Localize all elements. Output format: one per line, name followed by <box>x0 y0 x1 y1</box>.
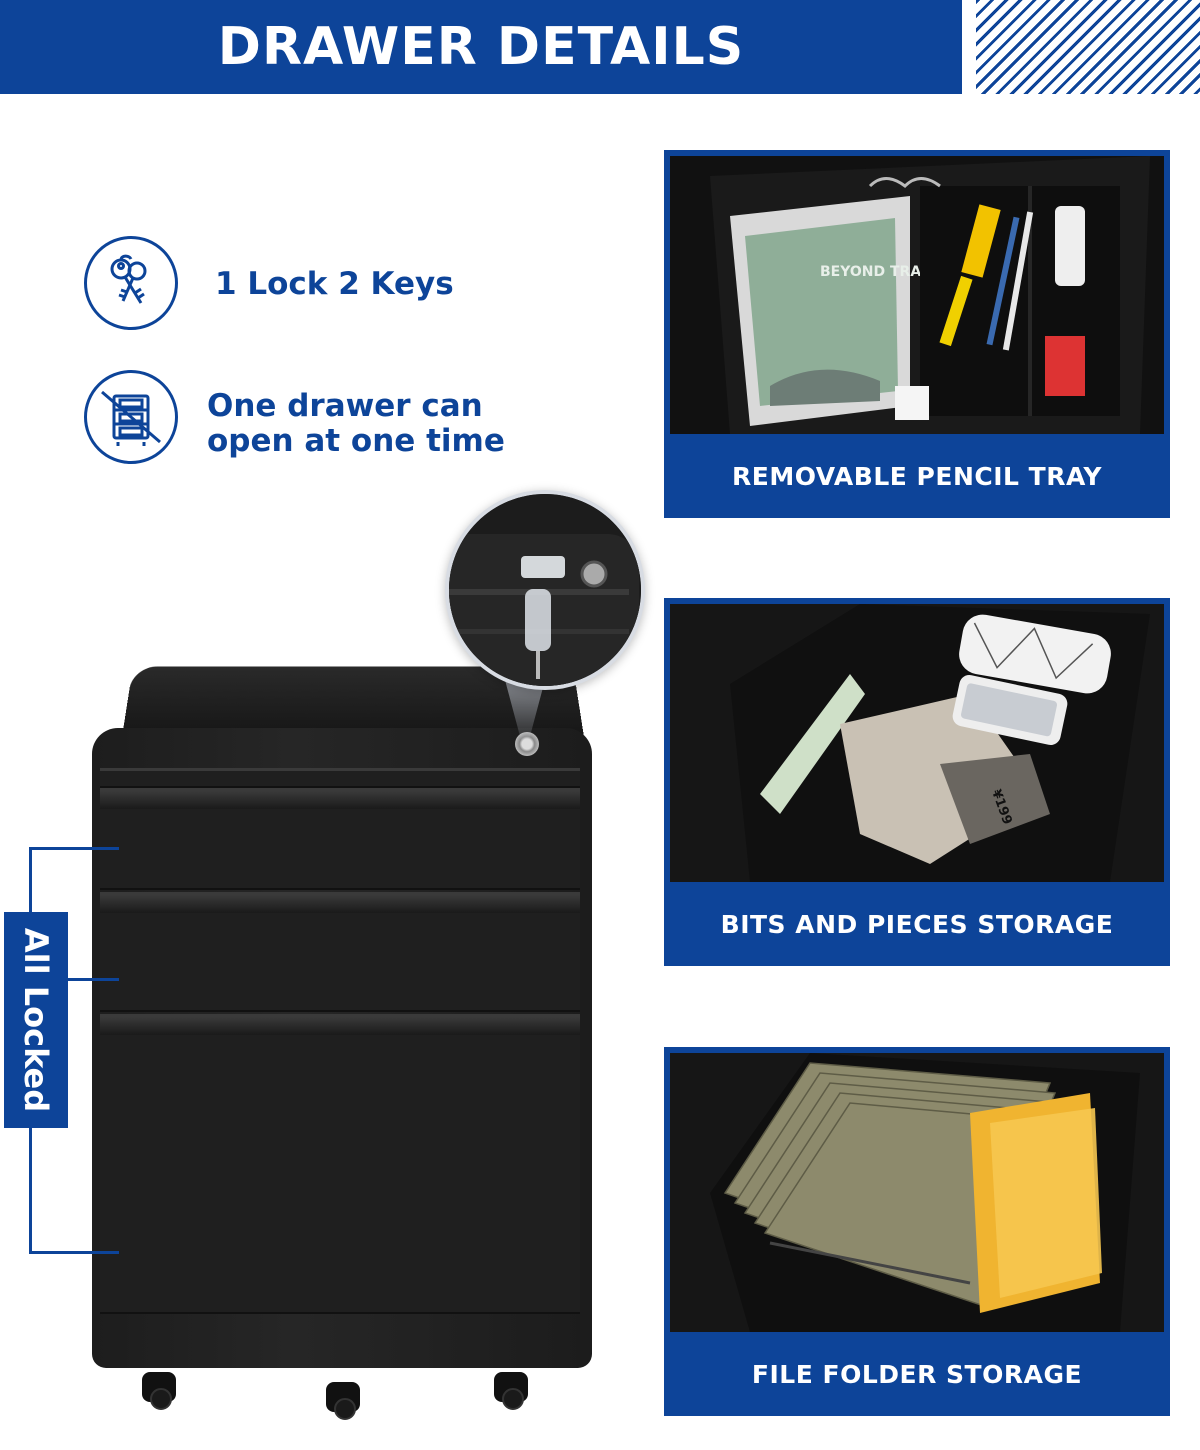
panel-pencil-tray: BEYOND TRAVEL REMOVABLE PENCIL TRAY <box>664 150 1170 518</box>
panel-file-folders-caption: FILE FOLDER STORAGE <box>751 1359 1083 1389</box>
crossed-drawers-icon <box>84 370 178 464</box>
all-locked-label: All Locked <box>17 927 55 1113</box>
locked-bracket-bottom <box>29 1251 119 1254</box>
drawer-bottom-handle <box>100 1017 580 1035</box>
header-banner: DRAWER DETAILS <box>0 0 962 94</box>
panel-pencil-tray-caption: REMOVABLE PENCIL TRAY <box>731 461 1103 491</box>
lock-zoom-photo <box>445 490 645 690</box>
file-folders-photo <box>670 1053 1164 1332</box>
drawer-middle <box>100 892 580 1012</box>
panel-bits-pieces-caption: BITS AND PIECES STORAGE <box>720 909 1114 939</box>
all-locked-badge: All Locked <box>4 912 68 1128</box>
book-title-text: BEYOND TRAVEL <box>820 264 950 280</box>
drawer-top-handle <box>100 791 580 809</box>
feature-one-drawer-line2: open at one time <box>207 423 505 459</box>
pencil-tray-photo: BEYOND TRAVEL <box>670 156 1164 434</box>
drawer-bottom <box>100 1014 580 1314</box>
feature-lock-keys-text: 1 Lock 2 Keys <box>215 266 454 302</box>
cabinet-top-rail <box>100 768 580 788</box>
keys-icon <box>84 236 178 330</box>
locked-bracket-middle <box>29 978 119 981</box>
page-title: DRAWER DETAILS <box>217 17 745 77</box>
feature-one-drawer-line1: One drawer can <box>207 388 483 424</box>
drawer-middle-handle <box>100 895 580 913</box>
panel-file-folders: FILE FOLDER STORAGE <box>664 1047 1170 1416</box>
drawer-top <box>100 788 580 890</box>
panel-bits-pieces: ¥199 BITS AND PIECES STORAGE <box>664 598 1170 966</box>
caster-wheel-right <box>494 1372 528 1410</box>
header-stripe-decoration <box>976 0 1200 94</box>
bits-and-pieces-photo: ¥199 <box>670 604 1164 882</box>
locked-bracket-top <box>29 847 119 850</box>
caster-wheel-center <box>326 1382 360 1420</box>
caster-wheel-left <box>142 1372 176 1410</box>
